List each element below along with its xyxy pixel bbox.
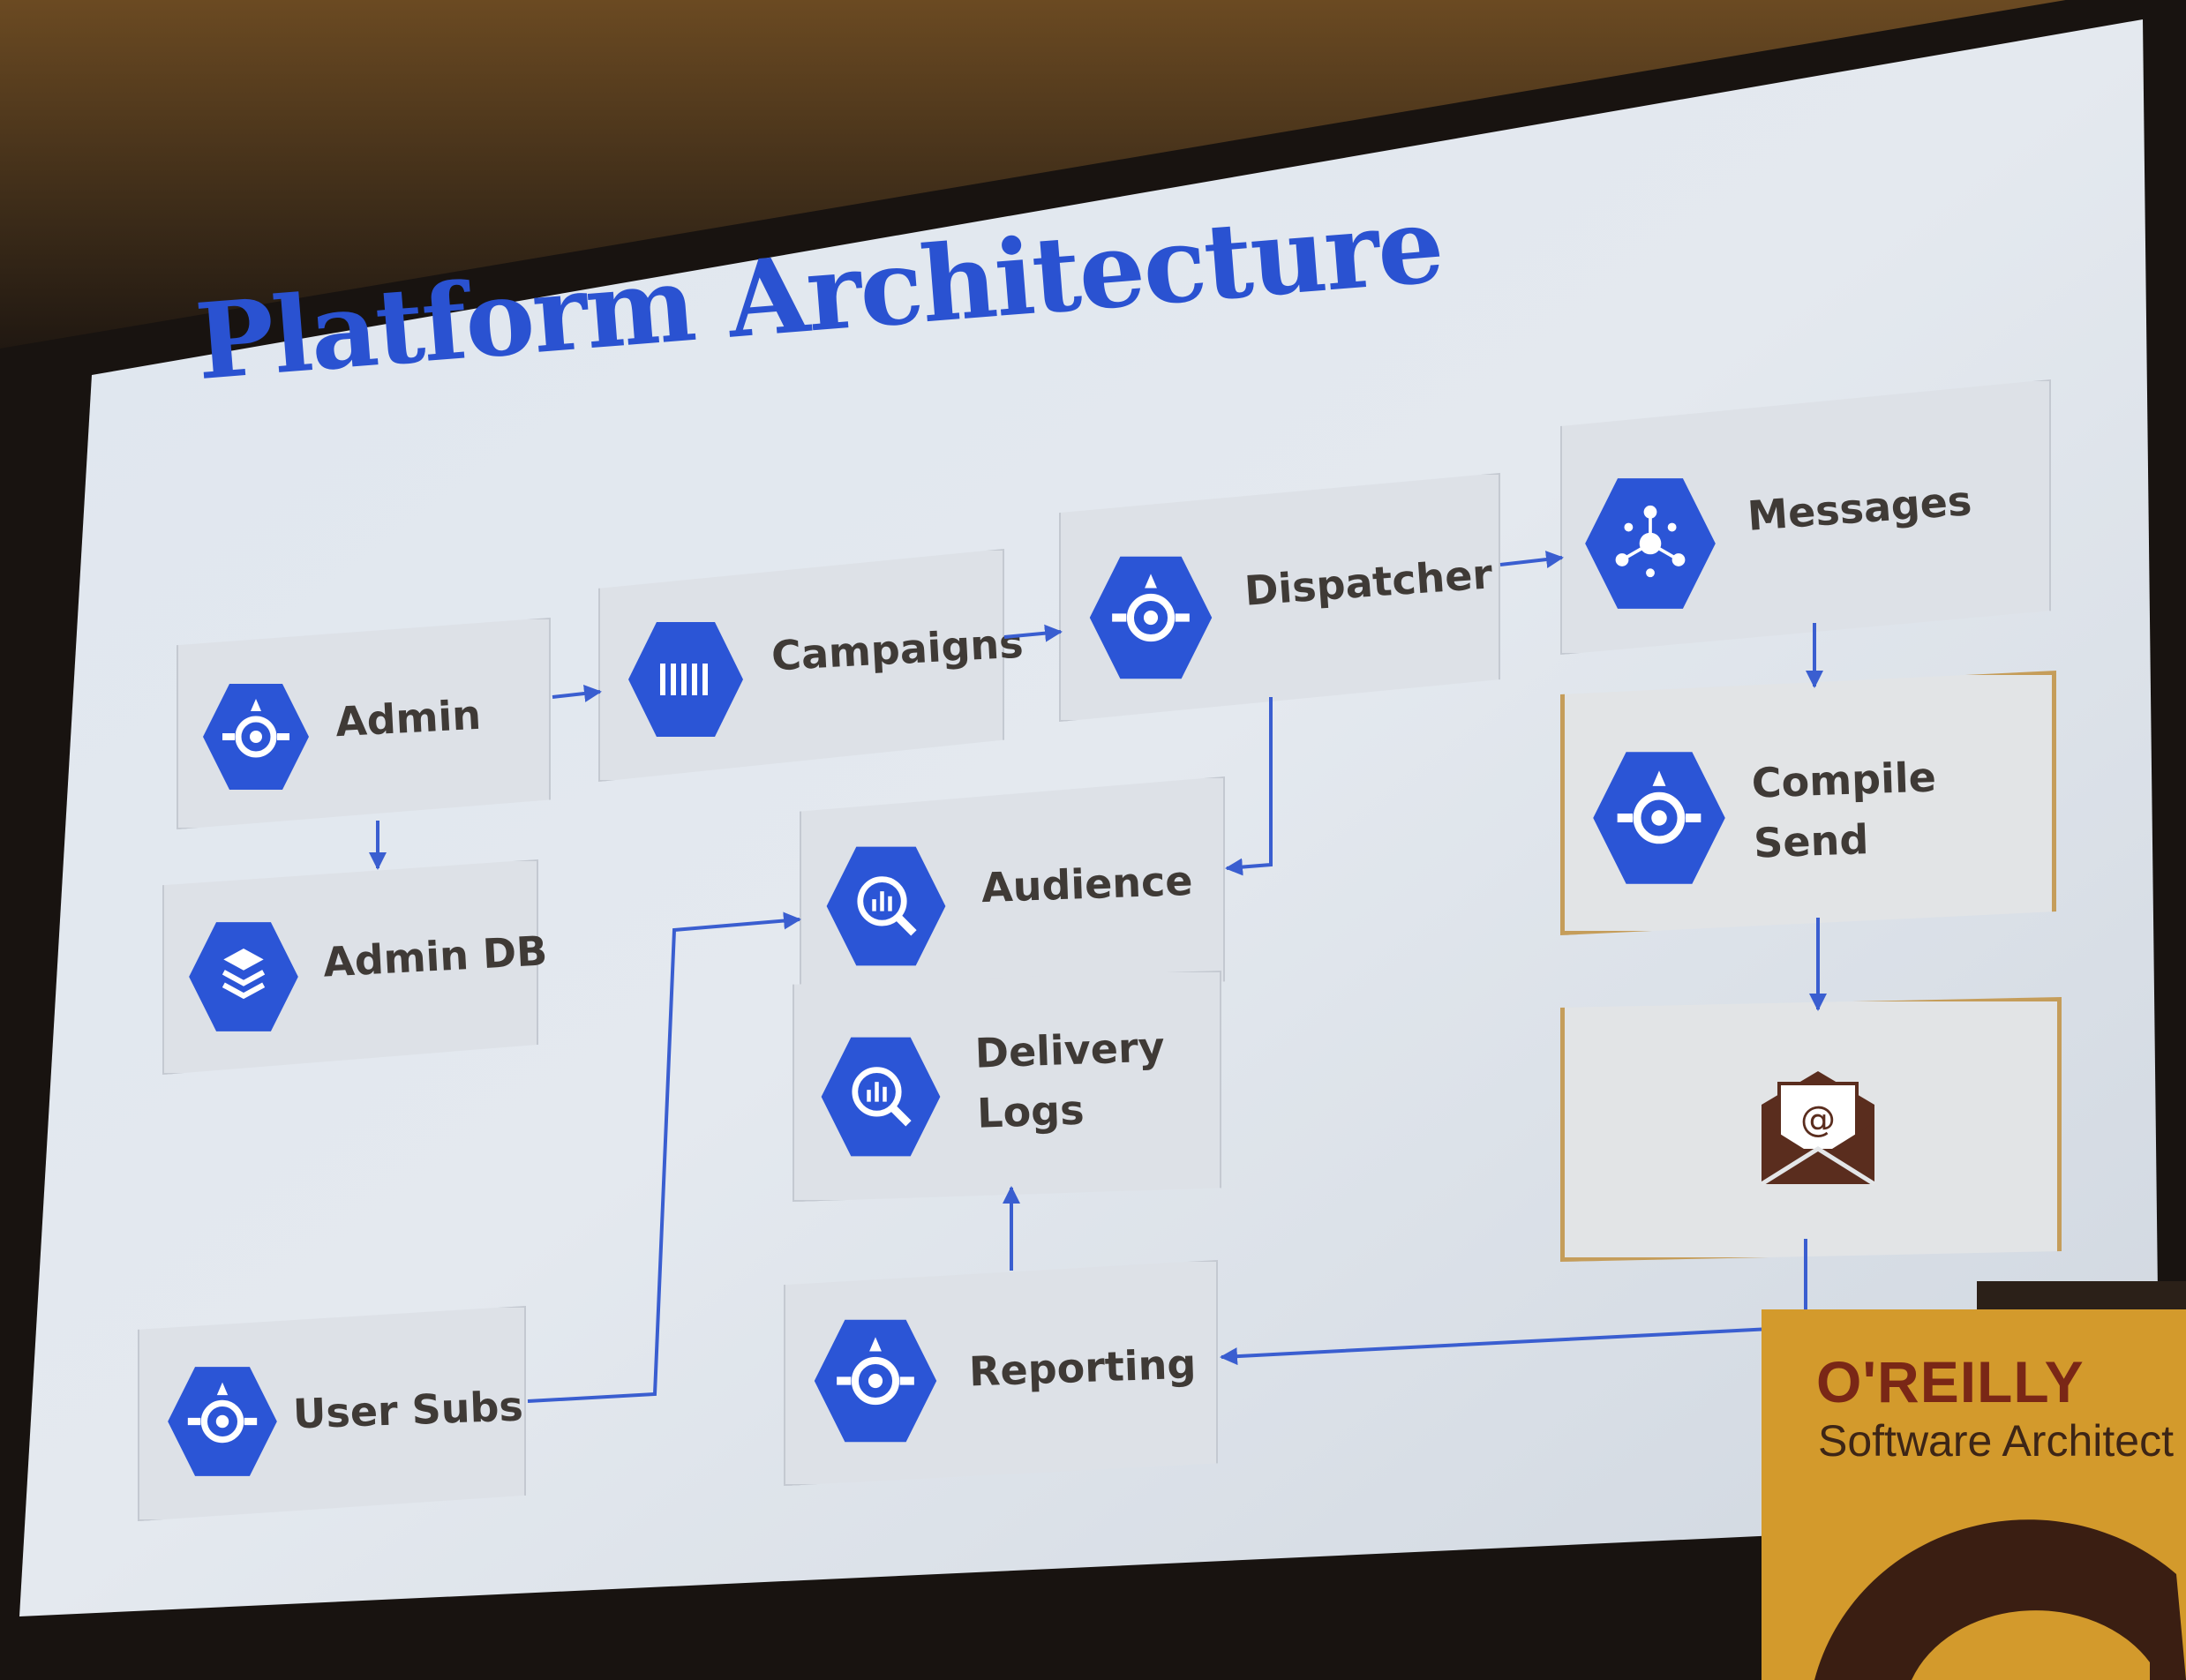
app-engine-icon	[814, 1319, 937, 1443]
podium	[1762, 1309, 2186, 1680]
dataflow-icon	[628, 622, 743, 737]
app-engine-icon	[1593, 752, 1725, 884]
arrow-user-subs-to-audience	[527, 911, 801, 1403]
podium-graphic	[1814, 1519, 2186, 1680]
oreilly-logo: O'REILLY	[1816, 1349, 2085, 1414]
podium-top	[1977, 1281, 2186, 1311]
arrow-dispatcher-to-audience	[1225, 697, 1273, 876]
app-engine-icon	[203, 684, 309, 790]
svg-text:@: @	[1800, 1099, 1836, 1140]
node-messages	[1560, 379, 2051, 655]
datastore-icon	[189, 922, 298, 1031]
arrow-admin-to-campaigns	[552, 685, 602, 702]
arrow-dispatcher-to-messages	[1499, 551, 1564, 568]
arrow-email-to-reporting	[1220, 1239, 1807, 1366]
event-name: Software Architect	[1818, 1416, 2174, 1466]
bigquery-icon	[821, 1037, 941, 1157]
app-engine-icon	[1089, 556, 1213, 679]
pubsub-icon	[1585, 478, 1716, 609]
arrow-campaigns-to-dispatcher	[1003, 624, 1063, 642]
bigquery-icon	[826, 846, 946, 966]
email-envelope-icon: @	[1760, 1071, 1876, 1187]
app-engine-icon	[168, 1367, 277, 1476]
